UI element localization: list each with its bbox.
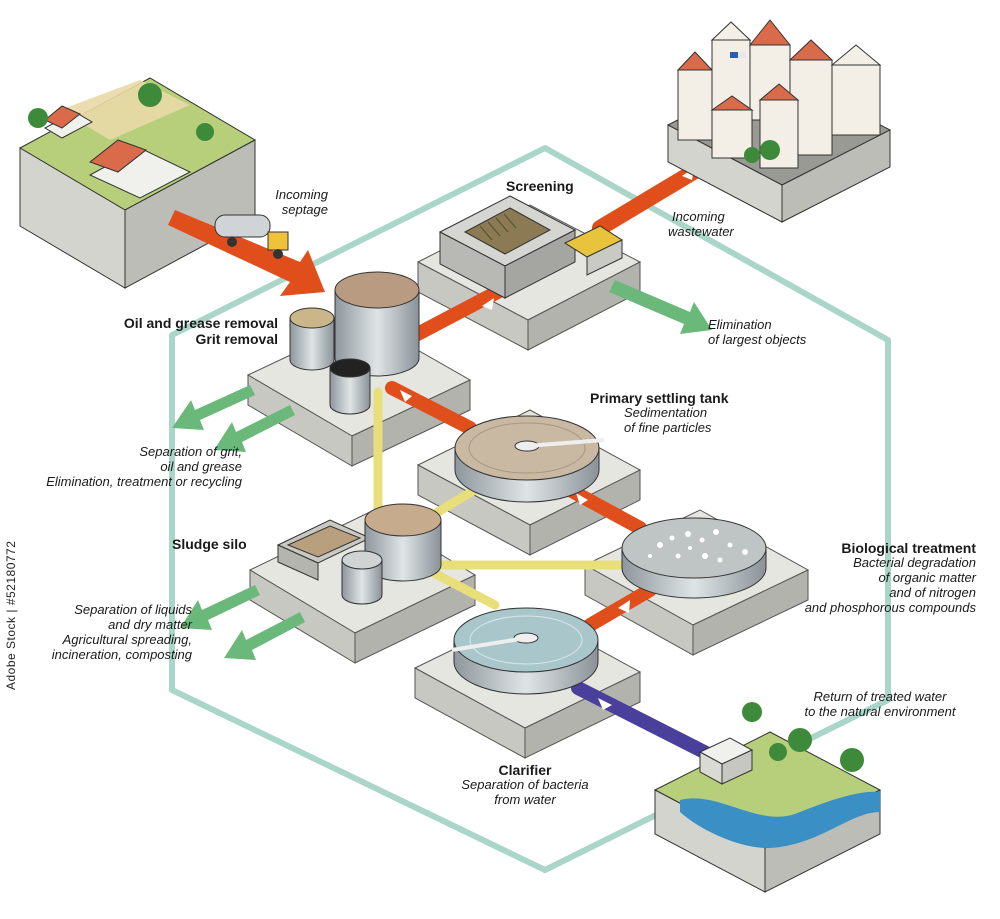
biological-treatment-basin xyxy=(621,517,767,599)
arrow-sludge-2 xyxy=(224,612,305,660)
label-return-treated-water: Return of treated water to the natural e… xyxy=(804,689,956,719)
label-largest-objects: Elimination of largest objects xyxy=(708,317,807,347)
label-clarifier: Clarifier Separation of bacteria from wa… xyxy=(461,762,589,808)
septage-truck xyxy=(214,214,289,259)
primary-settling-tank xyxy=(454,415,605,503)
label-biological-treatment: Biological treatment Bacterial degradati… xyxy=(804,540,976,615)
label-grit-separation: Separation of grit, oil and grease Elimi… xyxy=(46,444,242,489)
stock-id-watermark: Adobe Stock | #52180772 xyxy=(4,540,18,690)
label-oil-grease-removal: Oil and grease removal Grit removal xyxy=(123,315,278,348)
sludge-pipes xyxy=(373,387,625,610)
arrow-grit-1 xyxy=(172,385,255,430)
grit-removal-tanks xyxy=(289,271,420,415)
arrow-grit-2 xyxy=(214,405,295,452)
rural-houses-block xyxy=(18,77,257,289)
pipe-wastewater-inlet xyxy=(592,160,708,236)
label-primary-settling: Primary settling tank Sedimentation of f… xyxy=(590,390,729,436)
arrow-sludge-1 xyxy=(180,585,260,630)
town-block xyxy=(666,19,892,223)
label-screening: Screening xyxy=(506,178,574,194)
sludge-silo xyxy=(276,503,442,605)
river-outlet-block xyxy=(653,702,882,893)
output-arrows xyxy=(172,280,712,660)
label-incoming-wastewater: Incoming wastewater xyxy=(668,209,734,239)
label-incoming-septage: Incoming septage xyxy=(275,187,328,217)
label-sludge-silo: Sludge silo xyxy=(172,536,247,552)
process-hexagon-outline xyxy=(169,145,891,873)
arrow-largest-objects xyxy=(609,280,712,334)
septage-arrow xyxy=(168,210,325,296)
pipe-screening-to-grit xyxy=(403,281,512,345)
label-liquids-separation: Separation of liquids and dry matter Agr… xyxy=(51,602,192,662)
screening-unit xyxy=(438,195,624,299)
clarifier-tank xyxy=(451,607,599,695)
